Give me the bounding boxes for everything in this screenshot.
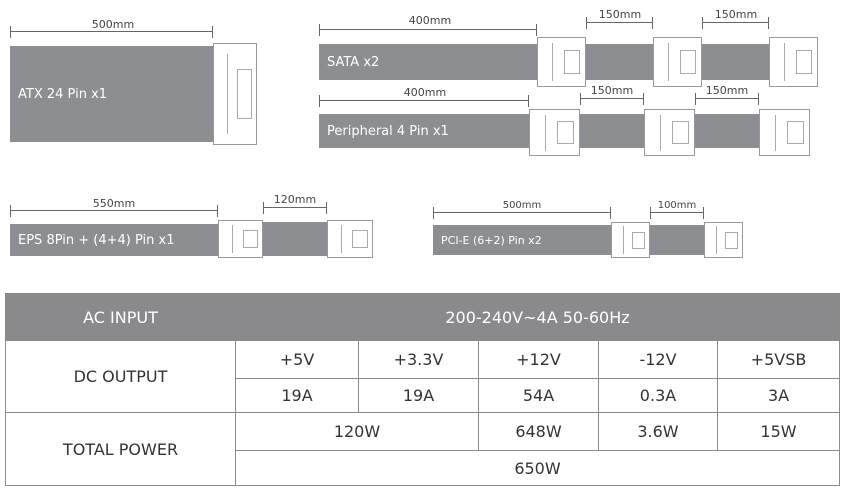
sata-cable-segment [702,44,769,80]
sata-cable: SATA x2 [319,44,537,80]
peripheral-length-2: 150mm [590,84,634,97]
pcie-length-main: 500mm [502,200,542,211]
eps-length-main: 550mm [92,197,136,210]
power-neg12v: 3.6W [598,412,718,451]
eps-length-2: 120mm [273,193,317,206]
power-5vsb: 15W [717,412,840,451]
sata-length-main: 400mm [408,14,452,27]
dimension-line [263,202,327,214]
dimension-line [319,24,537,36]
specs-table: AC INPUT 200-240V~4A 50-60Hz DC OUTPUT +… [5,293,840,486]
dimension-line [650,207,704,219]
dimension-line [433,207,611,219]
sata-connector [537,37,586,87]
sata-cable-segment [586,44,653,80]
power-5v-3v3: 120W [235,412,479,451]
sata-connector [769,37,818,87]
power-12v: 648W [478,412,599,451]
ac-input-label: AC INPUT [5,293,236,341]
current: 19A [358,378,479,413]
dimension-line [10,205,218,217]
dimension-line [702,17,769,29]
dimension-line [586,17,653,29]
atx-cable: ATX 24 Pin x1 [10,46,213,142]
rail: +5VSB [717,340,840,379]
rail: +12V [478,340,599,379]
atx-connector [213,43,257,145]
pcie-length-2: 100mm [657,200,697,211]
total-power-label: TOTAL POWER [5,412,236,486]
atx-length: 500mm [91,18,135,31]
current: 3A [717,378,840,413]
peripheral-cable-segment [580,114,644,148]
dimension-line [319,95,529,107]
pcie-cable-segment [650,225,704,255]
pcie-connector [704,222,743,258]
dimension-line [580,93,644,105]
sata-length-2: 150mm [598,8,642,21]
peripheral-cable-segment [695,114,759,148]
sata-length-3: 150mm [714,8,758,21]
molex-connector [644,109,695,156]
eps-connector [327,220,373,258]
dc-output-label: DC OUTPUT [5,340,236,413]
eps-cable: EPS 8Pin + (4+4) Pin x1 [10,224,218,256]
peripheral-length-3: 150mm [705,84,749,97]
eps-connector [218,220,263,258]
current: 19A [235,378,359,413]
current: 0.3A [598,378,718,413]
pcie-connector [611,222,650,258]
eps-cable-segment [263,222,327,256]
molex-connector [529,109,580,156]
current: 54A [478,378,599,413]
peripheral-cable: Peripheral 4 Pin x1 [319,114,529,148]
peripheral-length-main: 400mm [403,86,447,99]
rail: -12V [598,340,718,379]
total-power-value: 650W [235,450,840,486]
dimension-line [695,93,759,105]
rail: +3.3V [358,340,479,379]
dimension-line [10,26,213,38]
sata-connector [653,37,702,87]
ac-input-value: 200-240V~4A 50-60Hz [235,293,840,341]
molex-connector [759,109,810,156]
rail: +5V [235,340,359,379]
pcie-cable: PCI-E (6+2) Pin x2 [433,225,611,255]
